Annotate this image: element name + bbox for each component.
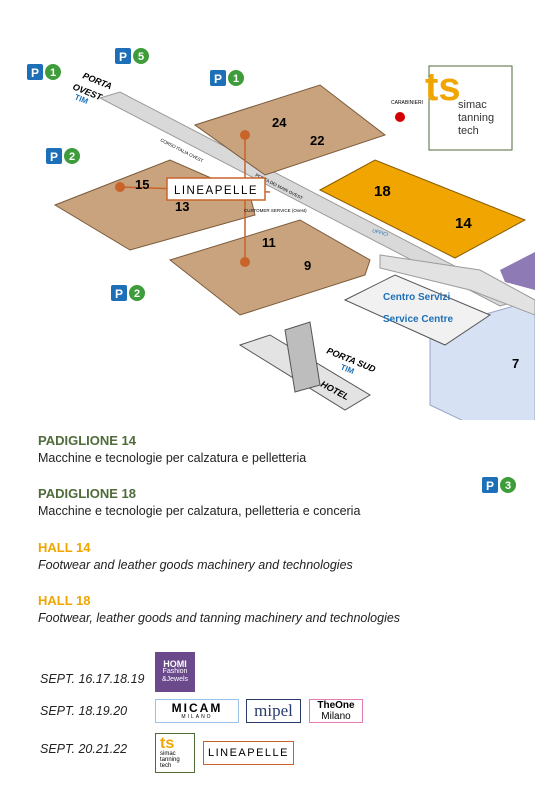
hall-label-7: 7 xyxy=(512,356,519,371)
theone-logo-title: TheOne xyxy=(317,700,355,711)
legend-text: Footwear and leather goods machinery and… xyxy=(38,558,353,572)
hall-24-22-shape[interactable] xyxy=(193,84,387,176)
parking-p5[interactable]: P 5 xyxy=(115,48,149,64)
simac-map-box[interactable] xyxy=(428,65,513,151)
legend-heading: HALL 18 xyxy=(38,593,91,608)
customer-service-label: CUSTOMER SERVICE (Ovest) xyxy=(244,208,307,213)
parking-p2-south[interactable]: P 2 xyxy=(111,285,145,301)
hall-label-15: 15 xyxy=(135,177,149,192)
hall-label-22: 22 xyxy=(310,133,324,148)
parking-p2-west[interactable]: P 2 xyxy=(46,148,80,164)
hall-label-14: 14 xyxy=(455,215,472,232)
svg-text:2: 2 xyxy=(69,151,75,163)
legend-padiglione-18: PADIGLIONE 18 Macchine e tecnologie per … xyxy=(38,486,360,518)
svg-text:P: P xyxy=(50,150,58,164)
theone-logo[interactable]: TheOne Milano xyxy=(309,699,363,723)
purple-hall-shape xyxy=(500,252,535,290)
hall-label-11: 11 xyxy=(262,235,276,250)
marker-11 xyxy=(240,257,250,267)
service-label-it: Centro Servizi xyxy=(383,292,450,303)
service-centre-shape[interactable] xyxy=(343,274,492,346)
homi-logo[interactable]: HOMI Fashion &Jewels xyxy=(155,652,195,692)
svg-text:P: P xyxy=(119,50,127,64)
legend-heading: PADIGLIONE 14 xyxy=(38,433,137,448)
hall-15-13-shape[interactable] xyxy=(53,159,256,251)
uffici-label: UFFICI xyxy=(371,228,388,238)
parking-p1-west[interactable]: P 1 xyxy=(27,64,61,80)
hall-label-24: 24 xyxy=(272,115,287,130)
svg-text:P: P xyxy=(31,66,39,80)
lineapelle-map-label: LINEAPELLE xyxy=(174,185,258,197)
legend-hall-14: HALL 14 Footwear and leather goods machi… xyxy=(38,540,353,572)
simac-ts-icon: ts xyxy=(425,65,461,109)
carabinieri-marker xyxy=(395,112,405,122)
svg-text:2: 2 xyxy=(134,288,140,300)
hall-11-9-shape[interactable] xyxy=(168,219,371,316)
svg-text:P: P xyxy=(486,479,494,493)
micam-logo-sub: MILANO xyxy=(181,714,213,720)
theone-logo-sub: Milano xyxy=(321,711,351,722)
svg-text:5: 5 xyxy=(138,51,144,63)
simac-logo-1: simac xyxy=(160,751,176,757)
marker-15 xyxy=(115,182,125,192)
date-sept-16: SEPT. 16.17.18.19 xyxy=(40,672,145,686)
lineapelle-map-box[interactable] xyxy=(166,177,266,201)
legend-heading: PADIGLIONE 18 xyxy=(38,486,137,501)
svg-text:1: 1 xyxy=(50,67,56,79)
marker-24 xyxy=(240,130,250,140)
hall-18-14-shape[interactable] xyxy=(318,159,527,259)
date-sept-18: SEPT. 18.19.20 xyxy=(40,704,128,718)
hotel-tower xyxy=(284,321,321,393)
parking-p1-north[interactable]: P 1 xyxy=(210,70,244,86)
hall-label-13: 13 xyxy=(175,199,189,214)
simac-map-3: tech xyxy=(458,125,479,137)
homi-logo-title: HOMI xyxy=(163,659,187,669)
service-label-en: Service Centre xyxy=(383,314,453,325)
date-sept-20: SEPT. 20.21.22 xyxy=(40,742,128,756)
svg-text:1: 1 xyxy=(233,73,239,85)
hall-label-9: 9 xyxy=(304,258,311,273)
micam-logo-title: MICAM xyxy=(171,701,223,715)
micam-logo[interactable]: MICAM MILANO xyxy=(155,699,239,723)
homi-logo-line2: Fashion xyxy=(162,668,188,675)
simac-map-2: tanning xyxy=(458,112,494,124)
legend-heading: HALL 14 xyxy=(38,540,91,555)
simac-logo[interactable]: ts simac tanning tech xyxy=(155,733,195,773)
homi-logo-line3: &Jewels xyxy=(161,676,189,683)
simac-map-1: simac xyxy=(458,99,487,111)
fair-map: 24 22 15 13 11 9 18 14 7 CORSO ITALIA OV… xyxy=(27,48,535,420)
legend-padiglione-14: PADIGLIONE 14 Macchine e tecnologie per … xyxy=(38,433,306,465)
legend-text: Macchine e tecnologie per calzatura e pe… xyxy=(38,451,307,465)
svg-text:P: P xyxy=(115,287,123,301)
parking-p3[interactable]: P 3 xyxy=(482,477,522,497)
svg-text:3: 3 xyxy=(505,480,511,492)
hall-label-18: 18 xyxy=(374,183,391,200)
legend-hall-18: HALL 18 Footwear, leather goods and tann… xyxy=(38,593,400,625)
svg-text:P: P xyxy=(214,72,222,86)
simac-logo-3: tech xyxy=(160,763,172,769)
legend-text: Footwear, leather goods and tanning mach… xyxy=(38,611,401,625)
mipel-logo[interactable]: mipel xyxy=(246,699,301,723)
legend-text: Macchine e tecnologie per calzatura, pel… xyxy=(38,504,361,518)
carabinieri-label: CARABINIERI xyxy=(391,100,423,106)
lineapelle-logo[interactable]: LINEAPELLE xyxy=(203,741,294,765)
simac-logo-ts-icon: ts xyxy=(160,735,175,752)
simac-logo-2: tanning xyxy=(160,757,180,763)
walkway-east xyxy=(379,254,535,316)
